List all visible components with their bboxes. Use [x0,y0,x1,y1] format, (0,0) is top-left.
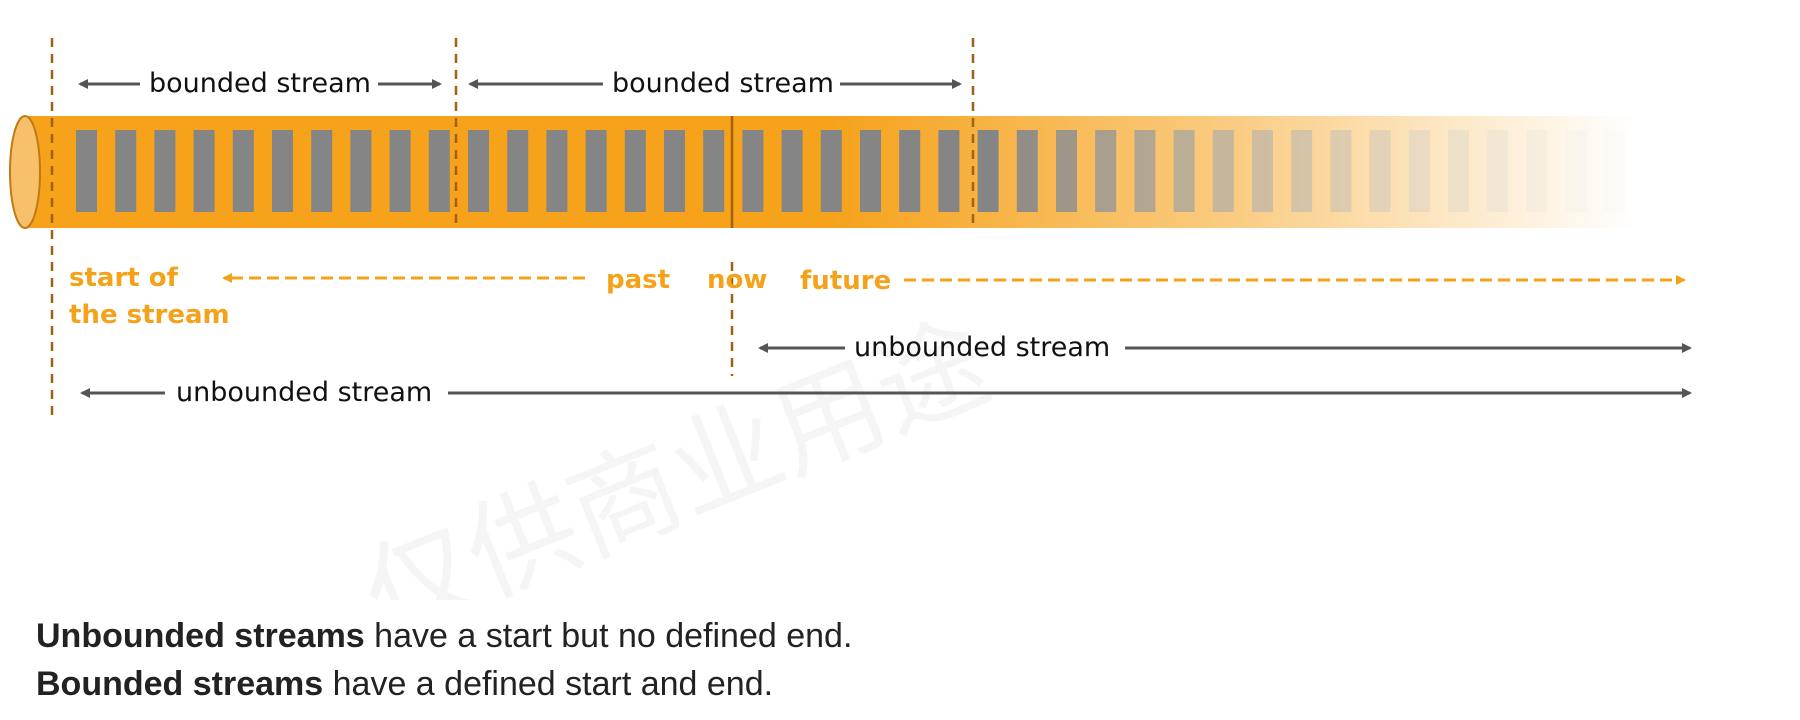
event-block [1604,130,1626,212]
bounded-stream-2-label: bounded stream [612,68,834,99]
event-block [546,130,568,212]
event-block [820,130,842,212]
event-block [193,130,215,212]
event-block [468,130,489,212]
event-block [154,130,176,212]
caption-text-bounded: have a defined start and end. [323,665,774,703]
event-block [781,130,803,212]
event-block [507,130,529,212]
event-block [742,130,764,212]
timeline: start of the stream past now future [69,263,1686,330]
event-block [272,130,293,212]
start-of-stream-label-line2: the stream [69,300,230,330]
event-block [1212,130,1234,212]
event-block [938,130,960,212]
bounded-stream-1-label: bounded stream [149,68,371,99]
event-block [1291,130,1313,212]
event-blocks [76,130,1626,212]
stream-tube [9,115,1635,229]
event-block [1252,130,1273,212]
event-block [899,130,921,212]
unbounded-stream-from-now: unbounded stream [758,332,1692,363]
event-block [664,130,685,212]
event-block [1016,130,1038,212]
unbounded-stream-now-label: unbounded stream [854,332,1110,363]
event-block [1448,130,1469,212]
event-block [1487,130,1509,212]
caption: Unbounded streams have a start but no de… [36,612,852,708]
event-block [585,130,607,212]
event-block [977,130,999,212]
event-block [624,130,646,212]
event-block [1173,130,1195,212]
event-block [76,130,97,212]
bounded-stream-2: bounded stream [468,68,962,99]
start-of-stream-label-line1: start of [69,263,179,293]
unbounded-stream-start-label: unbounded stream [176,377,432,408]
caption-text-unbounded: have a start but no defined end. [364,617,853,655]
event-block [428,130,450,212]
event-block [1369,130,1391,212]
event-block [1095,130,1117,212]
event-block [860,130,881,212]
event-block [1565,130,1587,212]
event-block [311,130,333,212]
event-block [1526,130,1548,212]
unbounded-stream-from-start: unbounded stream [80,377,1692,408]
event-block [389,130,411,212]
now-label: now [707,265,767,295]
caption-line-unbounded: Unbounded streams have a start but no de… [36,612,852,660]
event-block [232,130,254,212]
event-block [115,130,137,212]
future-label: future [800,266,891,296]
stream-diagram: 仅供商业用途 bounded stream bounded stream sta… [9,38,1692,420]
caption-term-unbounded: Unbounded streams [36,617,365,655]
caption-line-bounded: Bounded streams have a defined start and… [36,660,852,708]
past-label: past [606,265,670,295]
event-block [350,130,372,212]
event-block [1330,130,1352,212]
event-block [1134,130,1156,212]
bounded-stream-1: bounded stream [78,68,442,99]
caption-term-bounded: Bounded streams [36,665,324,703]
event-block [703,130,725,212]
tube-end-cap [9,115,41,229]
event-block [1056,130,1077,212]
event-block [1408,130,1430,212]
